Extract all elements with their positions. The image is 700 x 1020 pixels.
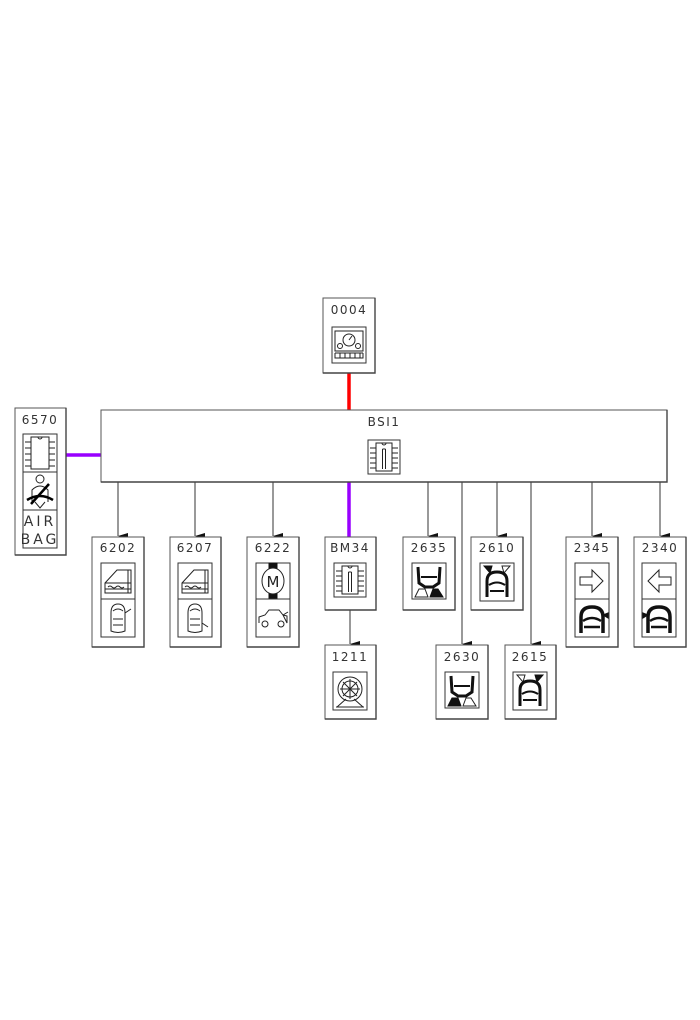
window-icon — [100, 562, 136, 600]
module-0004[interactable]: 0004 — [322, 297, 376, 374]
arrow-right-icon — [574, 562, 610, 600]
module-label: 2340 — [642, 541, 679, 555]
module-label: BM34 — [330, 541, 370, 555]
module-label: 2630 — [444, 650, 481, 664]
module-6202[interactable]: 6202 — [91, 536, 145, 648]
module-label: 2345 — [574, 541, 611, 555]
module-2615[interactable]: 2615 — [504, 644, 557, 720]
headlight-right-icon — [512, 671, 548, 711]
module-6222[interactable]: 6222 M — [246, 536, 300, 648]
arrow-left-icon — [641, 562, 677, 600]
airbag-text: AIR BAG — [21, 509, 60, 549]
module-1211[interactable]: 1211 — [324, 644, 377, 720]
module-label: 6570 — [22, 413, 59, 427]
module-label: 0004 — [331, 303, 368, 317]
fuel-pump-icon — [332, 671, 368, 711]
module-bsi1[interactable]: BSI1 — [100, 409, 668, 483]
headlight-left-icon — [479, 562, 515, 602]
module-label: 6222 — [255, 541, 292, 555]
ecu-chip-icon — [333, 562, 367, 598]
seat-heater-right-icon — [411, 562, 447, 600]
module-label: 6207 — [177, 541, 214, 555]
car-trunk-icon — [255, 598, 291, 638]
svg-text:M: M — [267, 573, 280, 591]
module-2610[interactable]: 2610 — [470, 536, 524, 611]
module-label: 2615 — [512, 650, 549, 664]
car-top-left-door-icon — [177, 598, 213, 638]
module-6570[interactable]: 6570 AIR BAG — [14, 407, 67, 556]
window-icon — [177, 562, 213, 600]
svg-text:BAG: BAG — [21, 532, 60, 548]
module-2630[interactable]: 2630 — [435, 644, 489, 720]
car-top-right-door-icon — [100, 598, 136, 638]
ecu-chip-icon — [367, 439, 401, 475]
module-label: 1211 — [332, 650, 369, 664]
module-label-bsi1: BSI1 — [368, 415, 401, 429]
motor-icon: M — [255, 562, 291, 600]
module-2340[interactable]: 2340 — [633, 536, 687, 648]
car-front-right-indicator-icon — [574, 598, 610, 638]
seatbelt-icon — [22, 471, 58, 511]
instrument-panel-icon — [331, 326, 367, 364]
module-6207[interactable]: 6207 — [169, 536, 222, 648]
module-bm34[interactable]: BM34 — [324, 536, 377, 611]
svg-text:AIR: AIR — [24, 514, 56, 530]
car-front-left-indicator-icon — [641, 598, 677, 638]
module-2635[interactable]: 2635 — [402, 536, 456, 611]
module-label: 6202 — [100, 541, 137, 555]
ecu-chip-icon — [22, 433, 58, 473]
module-2345[interactable]: 2345 — [565, 536, 619, 648]
module-label: 2610 — [479, 541, 516, 555]
seat-heater-left-icon — [444, 671, 480, 709]
module-label: 2635 — [411, 541, 448, 555]
